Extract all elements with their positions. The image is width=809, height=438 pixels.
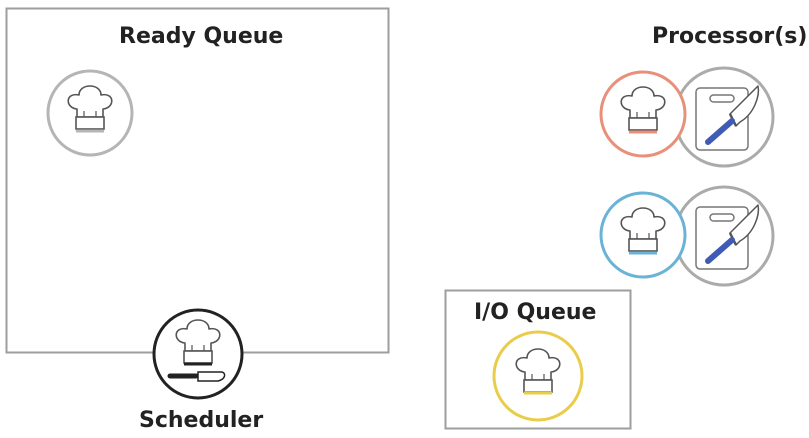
processor-1 [599, 66, 775, 168]
scheduler-chef [152, 308, 244, 400]
io-queue-chef [492, 330, 584, 422]
processor-1-chef [599, 70, 687, 158]
processor-2-chef [599, 191, 687, 279]
chef-knife-icon [167, 371, 226, 382]
processor-2 [599, 185, 775, 287]
ready-queue-box [5, 7, 390, 354]
processor-2-board [673, 185, 775, 287]
ready-queue-title: Ready Queue [119, 24, 284, 49]
ready-queue-chef [46, 69, 134, 157]
processors-title: Processor(s) [652, 24, 808, 49]
io-queue-title: I/O Queue [474, 300, 597, 325]
scheduler-title: Scheduler [139, 408, 264, 433]
processor-1-board [673, 66, 775, 168]
